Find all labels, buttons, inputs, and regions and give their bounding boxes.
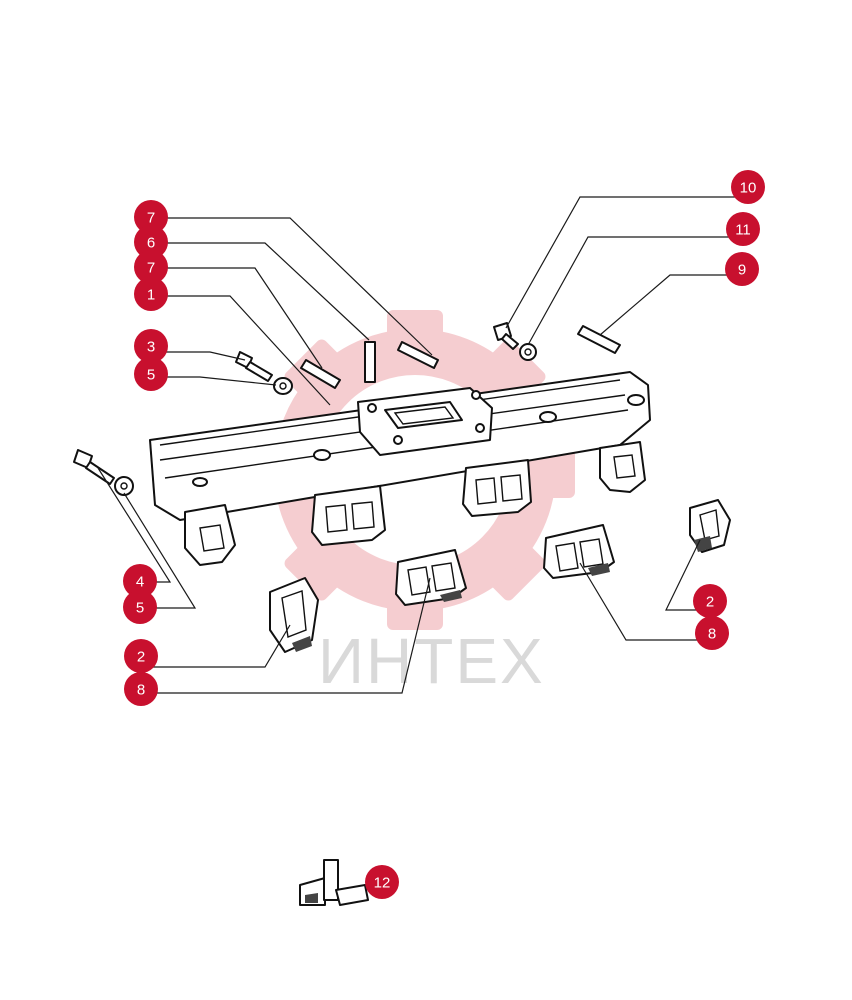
leader-9 <box>599 274 742 336</box>
callout-label: 7 <box>147 260 155 277</box>
leader-7b <box>151 267 323 369</box>
bolt-4 <box>73 449 115 485</box>
manifold-body <box>149 371 651 566</box>
callout-label: 4 <box>136 574 144 591</box>
callout-label: 3 <box>147 339 155 356</box>
callout-10[interactable]: 10 <box>731 170 765 204</box>
leader-lines <box>97 196 748 694</box>
callout-label: 8 <box>137 682 145 699</box>
callout-5a[interactable]: 5 <box>134 357 168 391</box>
callout-2a[interactable]: 2 <box>124 639 158 673</box>
bolt-3 <box>235 351 273 382</box>
washer-11 <box>519 343 537 361</box>
callout-7a[interactable]: 7 <box>134 200 168 234</box>
callout-label: 8 <box>708 626 716 643</box>
leader-5a <box>151 376 277 386</box>
callout-label: 11 <box>735 222 751 239</box>
callout-7b[interactable]: 7 <box>134 250 168 284</box>
gasket-8-right <box>543 524 615 579</box>
leader-2b <box>665 539 710 611</box>
gasket-2-right <box>689 499 731 553</box>
leader-1 <box>151 295 331 406</box>
callout-badges: 7 6 7 1 3 5 4 5 2 8 10 1 <box>123 170 765 899</box>
callout-label: 7 <box>147 210 155 227</box>
stud-7a <box>397 341 439 369</box>
stud-6 <box>364 341 376 383</box>
leader-6 <box>151 242 370 341</box>
callout-1[interactable]: 1 <box>134 277 168 311</box>
callout-12[interactable]: 12 <box>365 865 399 899</box>
leader-8b <box>579 562 712 641</box>
callout-4[interactable]: 4 <box>123 564 157 598</box>
leader-8a <box>141 577 431 694</box>
callout-9[interactable]: 9 <box>725 252 759 286</box>
stud-7b <box>300 359 341 389</box>
gasket-kit-icon <box>299 859 369 906</box>
callout-11[interactable]: 11 <box>726 212 760 246</box>
leader-7a <box>151 217 433 356</box>
callout-6[interactable]: 6 <box>134 225 168 259</box>
callout-3[interactable]: 3 <box>134 329 168 363</box>
callout-label: 5 <box>147 367 155 384</box>
washer-5a <box>273 377 293 395</box>
callout-label: 12 <box>374 875 391 892</box>
callout-8b[interactable]: 8 <box>695 616 729 650</box>
leader-2a <box>141 624 291 668</box>
callout-label: 9 <box>738 262 746 279</box>
stud-9 <box>577 325 621 354</box>
callout-label: 5 <box>136 600 144 617</box>
leader-3 <box>151 351 246 361</box>
callout-2b[interactable]: 2 <box>693 584 727 618</box>
callout-label: 2 <box>137 649 145 666</box>
callout-label: 2 <box>706 594 714 611</box>
callout-8a[interactable]: 8 <box>124 672 158 706</box>
callout-label: 6 <box>147 235 155 252</box>
callout-label: 1 <box>147 287 155 304</box>
leader-10 <box>505 196 748 329</box>
callout-label: 10 <box>740 180 757 197</box>
leader-5b <box>123 492 197 609</box>
callout-5b[interactable]: 5 <box>123 590 157 624</box>
leader-11 <box>527 236 743 346</box>
washer-5b <box>114 476 134 496</box>
gasket-2-left <box>269 577 319 653</box>
watermark-text: ИНТЕХ <box>318 625 545 697</box>
gasket-8-center <box>395 549 467 606</box>
